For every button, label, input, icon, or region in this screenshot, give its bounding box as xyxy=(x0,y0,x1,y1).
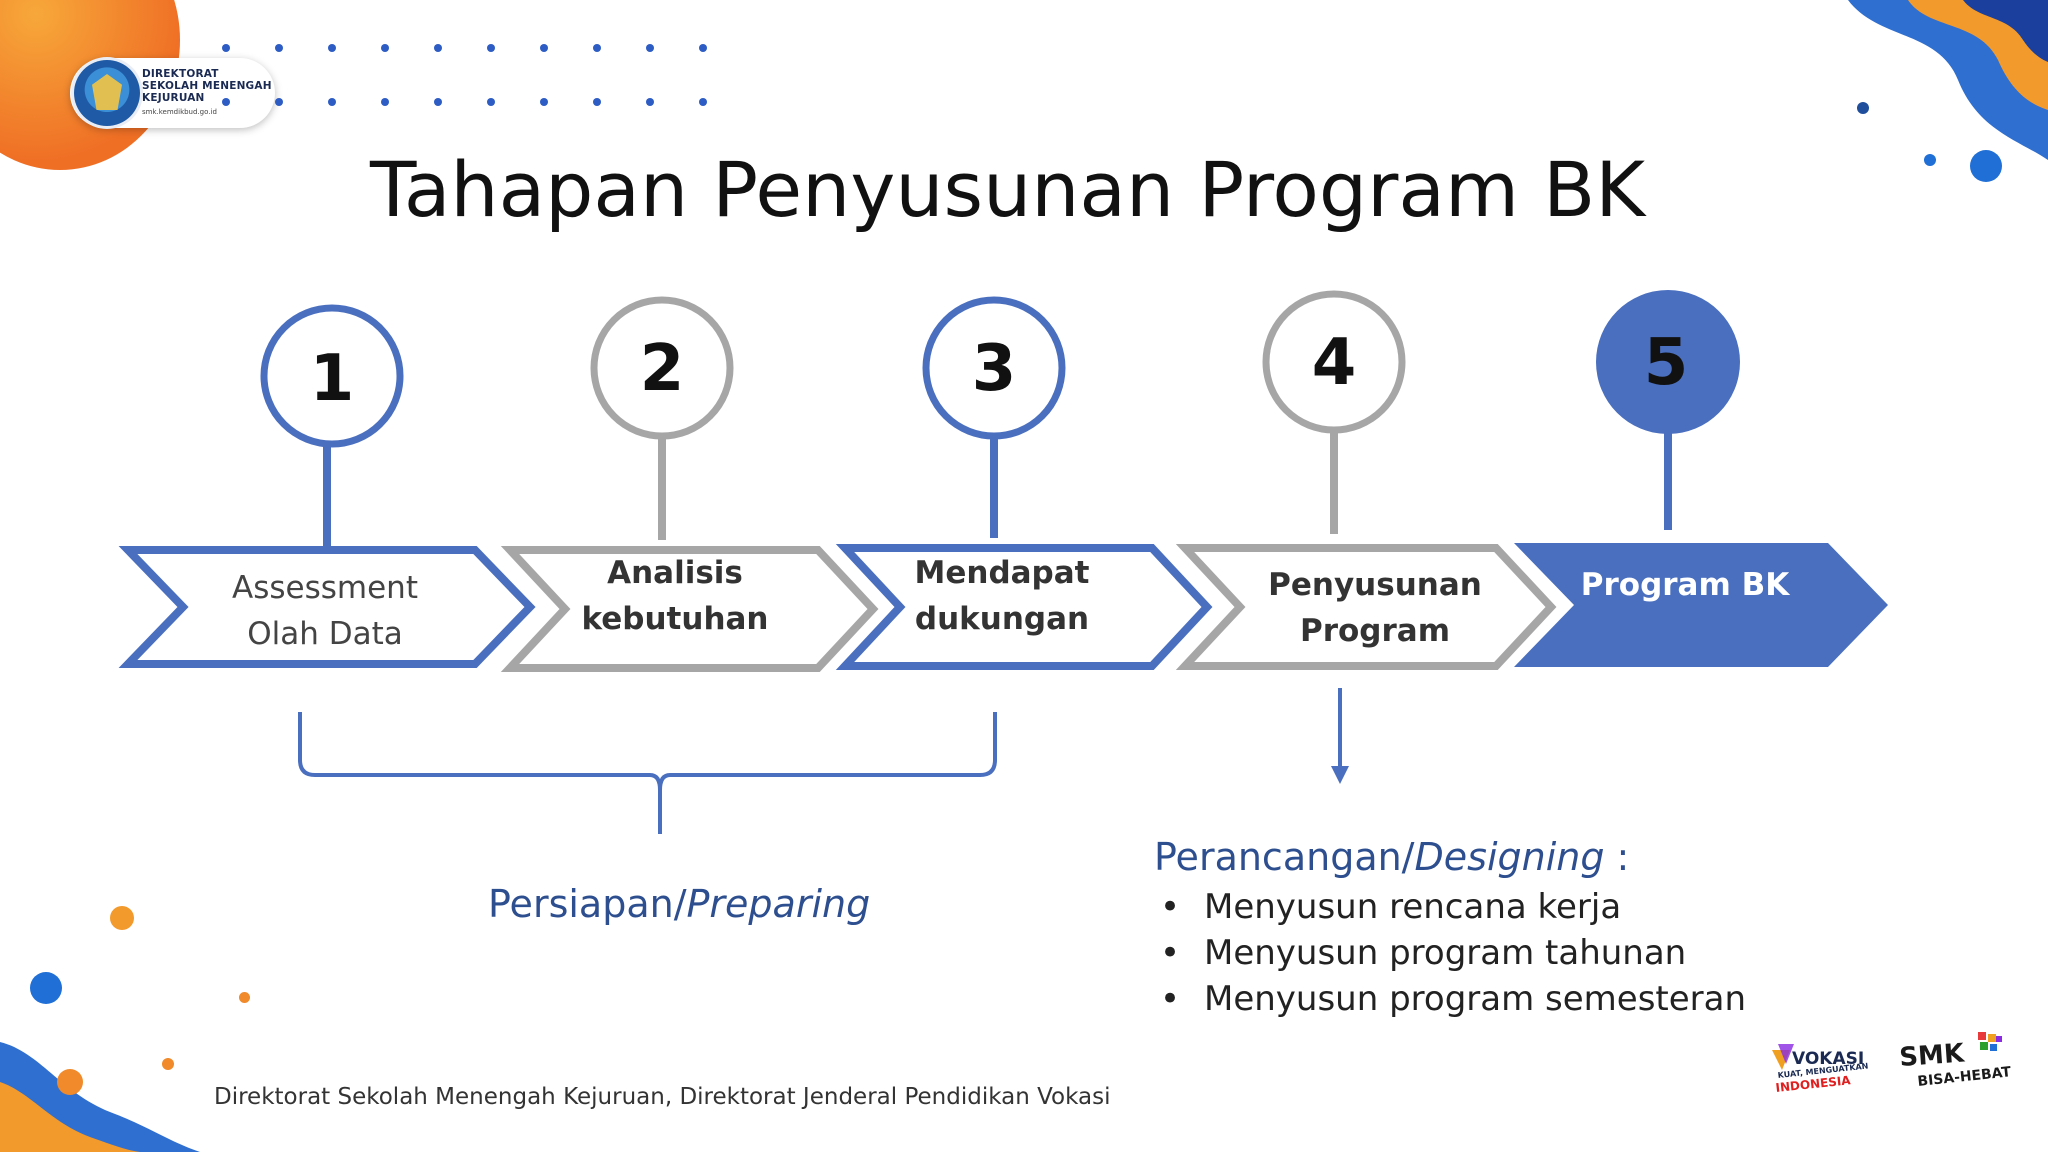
decorative-dot xyxy=(275,98,283,106)
preparing-italic: Preparing xyxy=(686,882,871,926)
step-3-label-line: dukungan xyxy=(914,601,1090,637)
vokasi-word: VOKASI xyxy=(1792,1049,1864,1069)
decorative-dot xyxy=(328,44,336,52)
step-3-number: 3 xyxy=(972,332,1017,406)
decorative-dot xyxy=(540,44,548,52)
step-5-circle xyxy=(1596,290,1740,434)
decorative-dot xyxy=(699,98,707,106)
bullet-icon: • xyxy=(1160,979,1181,1019)
designing-prefix: Perancangan/ xyxy=(1154,835,1415,879)
list-item: • Menyusun program tahunan xyxy=(1154,930,1746,976)
vokasi-logo: VOKASI KUAT, MENGUATKAN INDONESIA xyxy=(1772,1044,1869,1095)
step-1-circle xyxy=(260,304,404,448)
decorative-dot xyxy=(222,98,230,106)
step-4-label-line: Program xyxy=(1299,613,1450,649)
decorative-dot xyxy=(434,44,442,52)
step-3-circle xyxy=(922,296,1066,440)
logo-url: smk.kemdikbud.go.id xyxy=(142,108,217,116)
step-4-circle xyxy=(1262,290,1406,434)
preparing-bracket xyxy=(298,712,997,834)
list-item: • Menyusun rencana kerja xyxy=(1154,884,1746,930)
decorative-dot xyxy=(487,98,495,106)
page-title: Tahapan Penyusunan Program BK xyxy=(370,145,1646,234)
decorative-dot xyxy=(593,98,601,106)
list-item-text: Menyusun rencana kerja xyxy=(1204,887,1622,927)
step-2-label: Analisis kebutuhan xyxy=(545,550,805,642)
step-3-label: Mendapat dukungan xyxy=(872,550,1132,642)
decorative-dot xyxy=(434,98,442,106)
decorative-dot xyxy=(699,44,707,52)
step-4-label: Penyusunan Program xyxy=(1240,562,1510,654)
smk-bisa-hebat-logo: SMK BISA-HEBAT xyxy=(1898,1032,2012,1090)
list-item-text: Menyusun program tahunan xyxy=(1204,933,1687,973)
designing-arrow-head xyxy=(1331,766,1349,784)
logo-text-line: DIREKTORAT xyxy=(142,68,219,80)
decorative-dot xyxy=(381,44,389,52)
step-2-label-line: kebutuhan xyxy=(581,601,769,637)
designing-task-list: • Menyusun rencana kerja • Menyusun progra… xyxy=(1154,884,1746,1022)
step-5-number: 5 xyxy=(1644,326,1689,400)
bullet-icon: • xyxy=(1160,887,1181,927)
step-2-number: 2 xyxy=(640,332,685,406)
step-4-chevron xyxy=(1175,544,1557,670)
decorative-dot xyxy=(239,992,250,1003)
step-1-label: Assessment Olah Data xyxy=(185,565,465,657)
decorative-dot xyxy=(30,972,62,1004)
decorative-dot xyxy=(222,44,230,52)
designing-suffix: : xyxy=(1604,835,1630,879)
step-2-circle xyxy=(590,296,734,440)
decorative-dot xyxy=(275,44,283,52)
decorative-dot xyxy=(487,44,495,52)
smk-word: SMK xyxy=(1898,1038,1966,1073)
designing-phase-label: Perancangan/Designing : xyxy=(1154,835,1629,879)
step-2-label-line: Analisis xyxy=(607,555,743,591)
logo-text-line: KEJURUAN xyxy=(142,92,205,104)
preparing-prefix: Persiapan/ xyxy=(488,882,687,926)
step-4-label-line: Penyusunan xyxy=(1268,567,1482,603)
footer-text: Direktorat Sekolah Menengah Kejuruan, Di… xyxy=(214,1084,1111,1110)
decorative-dot xyxy=(593,44,601,52)
bullet-icon: • xyxy=(1160,933,1181,973)
step-5-chevron xyxy=(1514,543,1888,667)
step-1-label-line: Assessment xyxy=(232,570,418,606)
decorative-dot-grid xyxy=(222,44,707,106)
decorative-dot xyxy=(381,98,389,106)
step-2-chevron xyxy=(500,546,879,672)
decorative-wave-top-right xyxy=(1848,0,2048,182)
decorative-dot xyxy=(328,98,336,106)
step-4-number: 4 xyxy=(1312,326,1357,400)
decorative-wave-bottom-left xyxy=(0,1042,200,1152)
designing-italic: Designing xyxy=(1414,835,1605,879)
preparing-phase-label: Persiapan/Preparing xyxy=(488,882,870,926)
step-3-chevron xyxy=(835,544,1213,670)
decorative-dot xyxy=(110,906,134,930)
step-1-number: 1 xyxy=(310,342,355,416)
list-item: • Menyusun program semesteran xyxy=(1154,976,1746,1022)
logo-text-line: SEKOLAH MENENGAH xyxy=(142,80,272,92)
step-5-label-line: Program BK xyxy=(1580,567,1790,603)
step-1-chevron xyxy=(118,546,536,668)
step-1-label-line: Olah Data xyxy=(247,616,403,652)
step-5-label: Program BK xyxy=(1570,562,1800,608)
decorative-dot xyxy=(646,44,654,52)
decorative-dot xyxy=(646,98,654,106)
list-item-text: Menyusun program semesteran xyxy=(1204,979,1747,1019)
decorative-dot xyxy=(540,98,548,106)
step-3-label-line: Mendapat xyxy=(914,555,1090,591)
